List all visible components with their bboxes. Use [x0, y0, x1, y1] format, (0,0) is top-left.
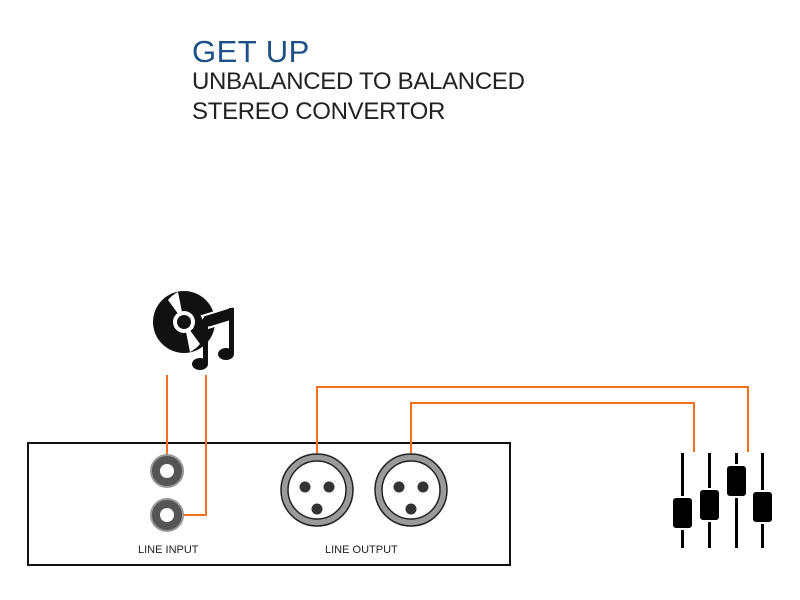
subtitle-line-1: UNBALANCED TO BALANCED	[192, 68, 525, 95]
cable-output-left	[316, 386, 749, 453]
line-output-label: LINE OUTPUT	[325, 544, 398, 556]
xlr-output-left[interactable]	[280, 453, 354, 527]
rca-jack-bottom[interactable]	[150, 498, 184, 532]
line-input-label: LINE INPUT	[138, 544, 199, 556]
mixer-faders-icon	[671, 453, 774, 548]
diagram-title: GET UP	[192, 34, 310, 69]
cd-music-icon	[153, 291, 235, 370]
cable-input-right	[181, 375, 207, 516]
cable-output-right	[410, 402, 695, 453]
rca-jack-top[interactable]	[150, 454, 184, 488]
cables	[166, 375, 749, 516]
xlr-output-right[interactable]	[374, 453, 448, 527]
subtitle-line-2: STEREO CONVERTOR	[192, 98, 446, 125]
